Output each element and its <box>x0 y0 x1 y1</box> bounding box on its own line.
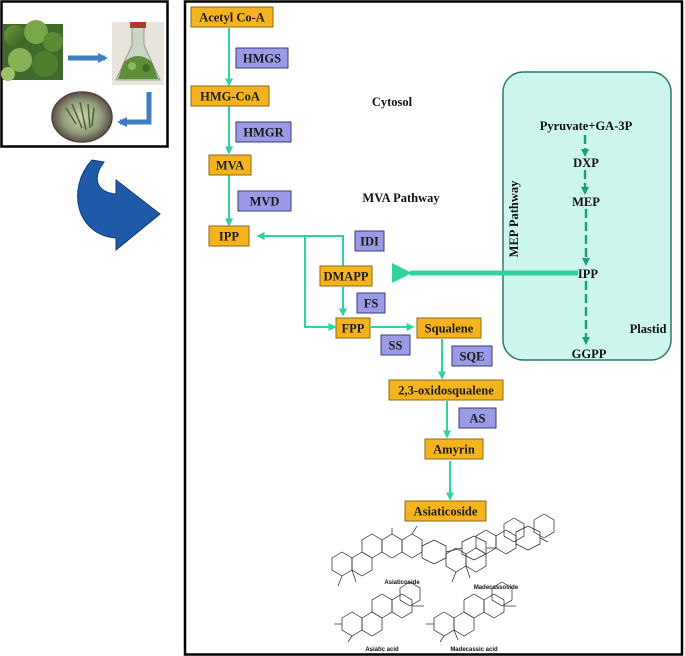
svg-text:HMGS: HMGS <box>243 52 281 66</box>
svg-text:Acetyl Co-A: Acetyl Co-A <box>199 11 265 25</box>
svg-text:SS: SS <box>389 339 403 353</box>
metabolite-dmapp: DMAPP <box>319 265 373 287</box>
cytosol-label: Cytosol <box>372 95 413 109</box>
metabolite-squalene: Squalene <box>416 317 482 339</box>
madecassic-acid-structure: Madecassic acid <box>426 581 516 653</box>
svg-text:2,3-oxidosqualene: 2,3-oxidosqualene <box>398 384 494 398</box>
mep-mep: MEP <box>572 195 600 209</box>
madecassoside-caption: Madecassoside <box>474 585 519 591</box>
mep-dxp: DXP <box>573 156 599 170</box>
mep-arrows <box>581 135 590 345</box>
madecassic-acid-caption: Madecassic acid <box>450 647 498 653</box>
mva-pathway-label: MVA Pathway <box>362 191 440 205</box>
svg-text:AS: AS <box>470 412 486 426</box>
svg-text:HMGR: HMGR <box>243 126 284 140</box>
metabolite-mva: MVA <box>208 154 252 176</box>
curved-blue-arrow <box>77 159 161 252</box>
svg-text:SQE: SQE <box>459 350 484 364</box>
chemical-structures: Asiaticoside Madecassoside <box>331 513 555 653</box>
svg-text:MVD: MVD <box>250 195 280 209</box>
svg-text:Squalene: Squalene <box>425 322 474 336</box>
enzyme-fs: FS <box>356 292 386 314</box>
svg-text:FPP: FPP <box>342 322 365 336</box>
enzyme-hmgs: HMGS <box>235 47 289 69</box>
mep-pathway-label: MEP Pathway <box>507 180 521 257</box>
svg-text:DMAPP: DMAPP <box>323 270 368 284</box>
enzyme-ss: SS <box>380 334 411 356</box>
enzyme-sqe: SQE <box>451 345 493 367</box>
svg-text:FS: FS <box>364 297 379 311</box>
svg-text:Asiaticoside: Asiaticoside <box>414 505 478 519</box>
asiatic-acid-caption: Asiatic acid <box>365 647 399 653</box>
svg-text:HMG-CoA: HMG-CoA <box>200 90 260 104</box>
enzyme-idi: IDI <box>354 230 385 252</box>
metabolite-asiaticoside: Asiaticoside <box>404 500 487 522</box>
mep-ipp: IPP <box>578 267 599 281</box>
svg-text:IDI: IDI <box>360 235 379 249</box>
metabolite-acetyl-coa: Acetyl Co-A <box>190 6 274 28</box>
mva-arrows <box>225 28 578 501</box>
metabolite-fpp: FPP <box>335 317 371 339</box>
enzyme-hmgr: HMGR <box>235 121 292 143</box>
madecassoside-structure: Madecassoside <box>445 513 555 591</box>
mep-pyruvate-ga3p: Pyruvate+GA-3P <box>540 119 633 133</box>
mep-ggpp: GGPP <box>572 347 607 361</box>
asiatic-acid-structure: Asiatic acid <box>334 581 424 653</box>
flow-arrow-elbow <box>117 92 152 127</box>
svg-text:MVA: MVA <box>216 159 244 173</box>
culture-inset-panel <box>0 0 169 148</box>
petri-dish-image <box>51 91 113 143</box>
plant-leaves-image <box>1 20 63 81</box>
svg-text:Amyrin: Amyrin <box>433 443 475 457</box>
metabolite-hmg-coa: HMG-CoA <box>190 85 270 107</box>
enzyme-mvd: MVD <box>237 190 292 212</box>
metabolite-oxidosqualene: 2,3-oxidosqualene <box>388 379 504 401</box>
metabolite-amyrin: Amyrin <box>424 438 484 460</box>
plastid-label: Plastid <box>630 322 667 336</box>
callus-flask-image <box>112 22 164 85</box>
metabolite-ipp: IPP <box>208 225 250 247</box>
enzyme-as: AS <box>458 407 497 429</box>
svg-text:IPP: IPP <box>219 230 240 244</box>
asiaticoside-caption: Asiaticoside <box>384 580 420 586</box>
